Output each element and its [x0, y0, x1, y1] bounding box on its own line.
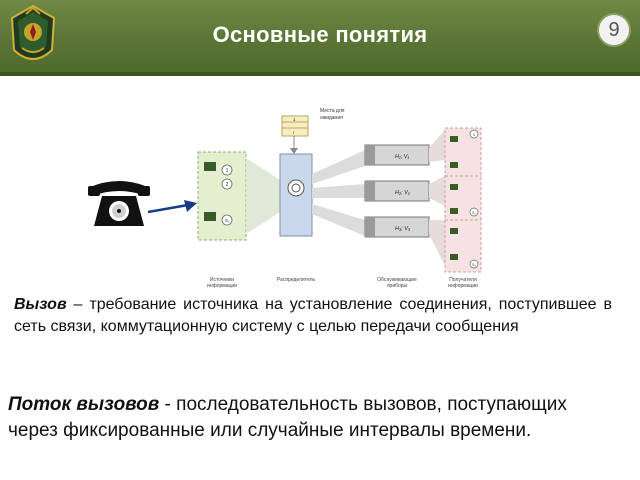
- call-arrow: [148, 200, 197, 214]
- page-number-badge: 9: [597, 13, 631, 47]
- call-flow-definition: Поток вызовов - последовательность вызов…: [8, 392, 618, 444]
- receivers-label-line1: Получатели: [449, 277, 477, 283]
- sources-label-line1: Источники: [210, 277, 234, 283]
- svg-text:H₂; V₂: H₂; V₂: [395, 190, 411, 196]
- header-bar: Основные понятия 9: [0, 0, 640, 76]
- receiver-node-s3: S₃: [472, 263, 476, 267]
- receiver-node-1: 1: [473, 132, 476, 137]
- source-node-s1: S₁: [225, 218, 230, 223]
- call-definition-text: – требование источника на установление с…: [14, 296, 612, 335]
- waiting-slot-r: r: [293, 130, 295, 135]
- svg-text:H₃; V₃: H₃; V₃: [395, 226, 411, 232]
- waiting-slot-1: 1: [293, 117, 296, 122]
- sources-label-line2: информации: [207, 283, 237, 289]
- source-node-1: 1: [226, 168, 229, 174]
- queueing-system-diagram: 1 2 S₁ 1 r Места для ожидания H₁; V₁ H₂;…: [197, 108, 482, 289]
- receivers-label-line2: информации: [448, 283, 478, 289]
- call-flow-term: Поток вызовов: [8, 394, 160, 415]
- waiting-label-line2: ожидания: [320, 115, 343, 121]
- servers-label-line1: Обслуживающие: [377, 277, 417, 283]
- receivers-block: [444, 127, 482, 273]
- waiting-label-line1: Места для: [320, 108, 345, 114]
- servers-label-line2: приборы: [387, 283, 408, 289]
- server-1: H₁; V₁: [364, 144, 430, 166]
- military-emblem-icon: [10, 4, 56, 60]
- call-flow-definition-text: - последовательность вызовов, поступающи…: [8, 394, 567, 441]
- receiver-node-s2: S₂: [472, 211, 476, 215]
- call-term: Вызов: [14, 296, 67, 313]
- svg-text:H₁; V₁: H₁; V₁: [395, 154, 409, 160]
- page-title: Основные понятия: [212, 22, 428, 47]
- telephone-icon: [88, 181, 150, 226]
- server-2: H₂; V₂: [364, 180, 430, 202]
- source-node-2: 2: [226, 182, 229, 188]
- distributor-label: Распределитель: [277, 277, 316, 283]
- server-3: H₃; V₃: [364, 216, 430, 238]
- call-definition: Вызов – требование источника на установл…: [14, 294, 612, 338]
